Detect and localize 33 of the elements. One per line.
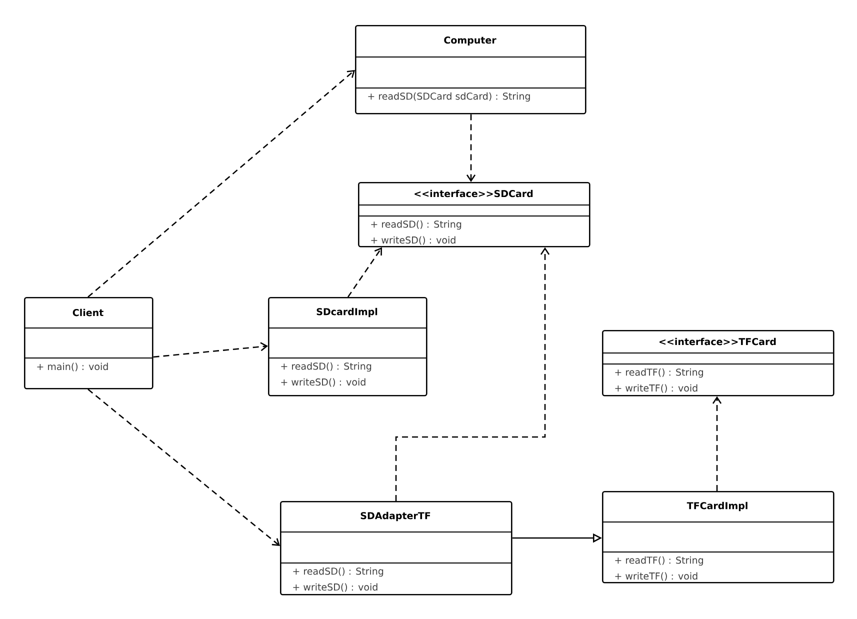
class-box [280, 501, 512, 596]
class-box [268, 297, 428, 396]
arrow [88, 388, 280, 546]
method-text: + main() : void [37, 362, 108, 372]
class-box [358, 182, 590, 248]
class-box [355, 25, 586, 114]
method-text: + writeSD() : void [293, 583, 378, 592]
class-name: <<interface>>TFCard [660, 338, 776, 346]
method-text: + readSD() : String [293, 567, 384, 577]
arrow [153, 342, 268, 358]
method-text: + readSD() : String [371, 220, 462, 230]
method-text: + readTF() : String [615, 368, 703, 378]
class-name: SDcardImpl [316, 308, 378, 318]
arrow [466, 114, 476, 182]
class-name: TFCardImpl [686, 502, 748, 512]
arrow [712, 396, 722, 491]
method-text: + readSD(SDCard sdCard) : String [368, 92, 530, 102]
class-box [602, 491, 834, 584]
class-name: Client [72, 308, 104, 316]
method-text: + writeTF() : void [615, 572, 698, 581]
arrow [347, 247, 382, 298]
method-text: + writeSD() : void [281, 378, 366, 387]
class-box [602, 330, 834, 396]
class-box [24, 297, 154, 390]
class-name: SDAdapterTF [360, 512, 430, 522]
method-text: + writeSD() : void [371, 236, 456, 245]
class-name: Computer [444, 36, 496, 46]
arrow [88, 70, 355, 298]
method-text: + readSD() : String [281, 362, 372, 372]
method-text: + readTF() : String [615, 556, 703, 566]
class-name: <<interface>>SDCard [414, 190, 533, 198]
arrow [395, 247, 550, 501]
method-text: + writeTF() : void [615, 384, 698, 393]
